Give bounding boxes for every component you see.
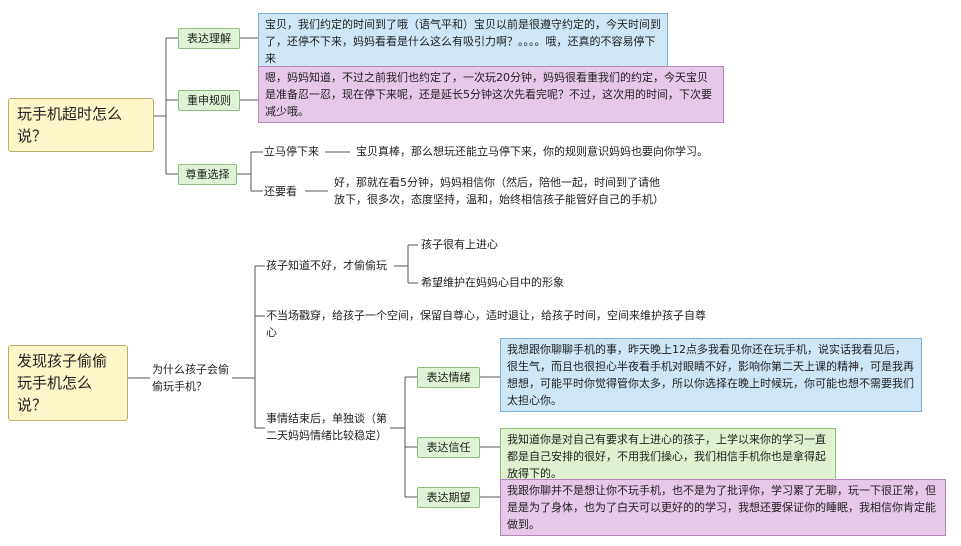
text-express-hope: 我跟你聊并不是想让你不玩手机，也不是为了批评你，学习累了无聊，玩一下很正常，但是…	[500, 479, 946, 536]
branch-talk-after: 事情结束后，单独谈（第二天妈妈情绪比较稳定）	[266, 412, 387, 442]
text-stop-immediately: 宝贝真棒，那么想玩还能立马停下来，你的规则意识妈妈也要向你学习。	[356, 145, 708, 158]
question-why-secret: 为什么孩子会偷偷玩手机？	[152, 363, 229, 393]
text-express-trust: 我知道你是对自己有要求有上进心的孩子，上学以来你的学习一直都是自己安排的很好，不…	[500, 428, 836, 485]
text-express-understanding: 宝贝，我们约定的时间到了哦（语气平和）宝贝以前是很遵守约定的，今天时间到了，还停…	[258, 13, 668, 70]
sub-motivated: 孩子很有上进心	[421, 238, 498, 251]
label-stop-immediately: 立马停下来	[264, 145, 319, 158]
tag-respect-choice: 尊重选择	[178, 164, 237, 185]
root-node-phone-overtime: 玩手机超时怎么说？	[8, 98, 154, 152]
tag-express-emotion: 表达情绪	[417, 367, 480, 388]
tag-restate-rules: 重申规则	[178, 90, 240, 111]
text-keep-watching: 好，那就在看5分钟，妈妈相信你（然后，陪他一起，时间到了请他放下，很多次，态度坚…	[334, 176, 664, 206]
branch-no-expose: 不当场戳穿，给孩子一个空间，保留自尊心，适时退让，给孩子时间，空间来维护孩子自尊…	[266, 309, 706, 339]
text-restate-rules: 嗯，妈妈知道，不过之前我们也约定了，一次玩20分钟，妈妈很看重我们的约定，今天宝…	[258, 66, 724, 123]
tag-express-understanding: 表达理解	[178, 28, 240, 49]
text-express-emotion: 我想跟你聊聊手机的事，昨天晚上12点多我看见你还在玩手机，说实话我看见后，很生气…	[500, 338, 922, 412]
sub-keep-image: 希望维护在妈妈心目中的形象	[421, 276, 564, 289]
root-node-secret-phone: 发现孩子偷偷玩手机怎么说？	[8, 345, 128, 421]
branch-child-knows: 孩子知道不好，才偷偷玩	[266, 259, 387, 272]
tag-express-hope: 表达期望	[417, 487, 480, 508]
tag-express-trust: 表达信任	[417, 437, 480, 458]
label-keep-watching: 还要看	[264, 185, 297, 198]
